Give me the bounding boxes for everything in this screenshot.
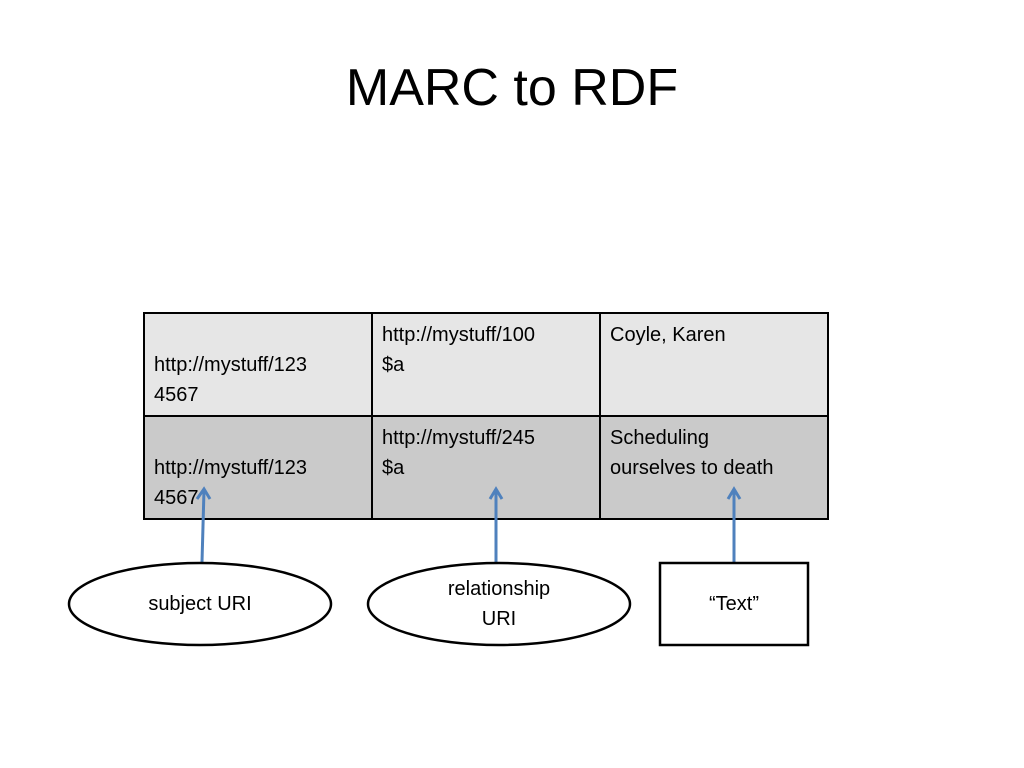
triples-table: http://mystuff/123 4567 http://mystuff/1… bbox=[143, 312, 829, 520]
subject-uri-label: subject URI bbox=[148, 593, 252, 615]
text-label: “Text” bbox=[709, 593, 759, 615]
relationship-uri-label: relationship URI bbox=[447, 578, 551, 630]
slide-title: MARC to RDF bbox=[345, 59, 679, 117]
text-cell: Coyle, Karen bbox=[599, 312, 829, 417]
table-row: http://mystuff/123 4567 http://mystuff/1… bbox=[143, 312, 829, 417]
subject-cell: http://mystuff/123 4567 bbox=[143, 312, 373, 417]
text-cell: Scheduling ourselves to death bbox=[599, 415, 829, 520]
text-value: Scheduling ourselves to death bbox=[610, 427, 774, 479]
subject-uri-text: http://mystuff/123 4567 bbox=[154, 457, 308, 509]
relationship-cell: http://mystuff/245 $a bbox=[371, 415, 601, 520]
relationship-cell: http://mystuff/100 $a bbox=[371, 312, 601, 417]
subject-cell: http://mystuff/123 4567 bbox=[143, 415, 373, 520]
relationship-uri-text: http://mystuff/245 $a bbox=[382, 427, 536, 479]
subject-uri-text: http://mystuff/123 4567 bbox=[154, 354, 308, 406]
table-row: http://mystuff/123 4567 http://mystuff/2… bbox=[143, 415, 829, 520]
relationship-uri-text: http://mystuff/100 $a bbox=[382, 324, 536, 376]
text-value: Coyle, Karen bbox=[610, 324, 726, 346]
